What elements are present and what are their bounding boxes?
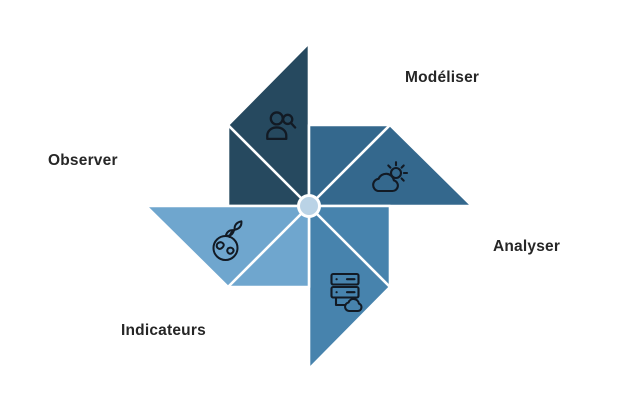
label-indicateurs: Indicateurs [121, 322, 206, 339]
blade-bottom-fold-line [307, 204, 392, 289]
label-analyser: Analyser [493, 238, 561, 255]
blade-top-fold-line [226, 123, 311, 208]
blade-right-fold-line [307, 123, 392, 208]
person-magnifier-icon [263, 107, 301, 146]
label-modeliser: Modéliser [405, 69, 480, 86]
blade-right [307, 123, 474, 208]
cloud-sun-icon [366, 159, 410, 199]
blade-left [144, 204, 311, 289]
server-cloud-icon [324, 270, 364, 314]
blade-left-fold-line [226, 204, 311, 289]
label-observer: Observer [48, 152, 118, 169]
globe-sprout-icon [209, 220, 249, 264]
center-hub [297, 194, 321, 218]
